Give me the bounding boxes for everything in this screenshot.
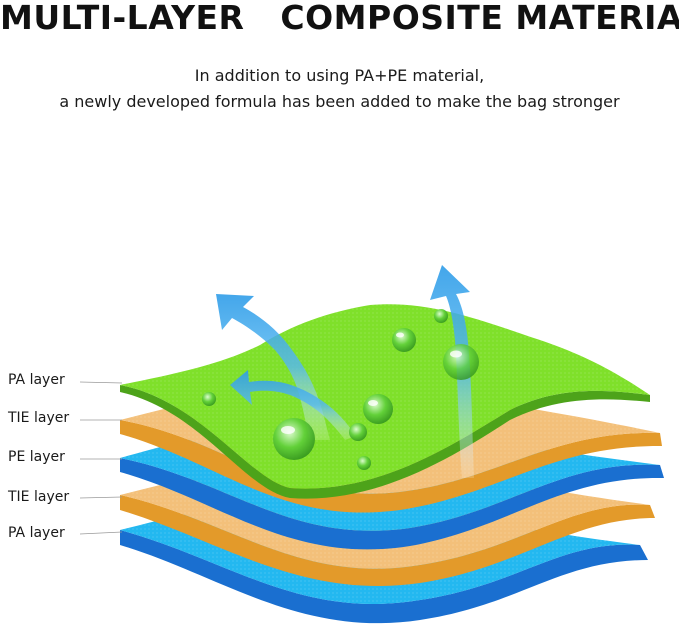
leader-lines bbox=[79, 381, 123, 535]
water-droplet-icon bbox=[443, 344, 479, 380]
up-arrow-icon bbox=[430, 265, 474, 478]
water-droplet-icon bbox=[273, 418, 315, 460]
subtitle-line-1: In addition to using PA+PE material, bbox=[194, 66, 485, 85]
up-arrow-icon bbox=[230, 370, 356, 440]
water-droplet-icon bbox=[363, 394, 393, 424]
water-droplet-icon bbox=[349, 423, 367, 441]
water-droplet-icon bbox=[202, 392, 216, 406]
water-droplet-icon bbox=[357, 456, 371, 470]
subtitle-line-2: a newly developed formula has been added… bbox=[59, 92, 620, 111]
page-title: MULTI-LAYER COMPOSITE MATERIAL bbox=[0, 0, 679, 37]
up-arrow-icon bbox=[216, 294, 330, 440]
water-droplet-icon bbox=[392, 328, 416, 352]
layer-label-tie-lower: TIE layer bbox=[8, 489, 70, 505]
layer-label-pa-bottom: PA layer bbox=[8, 525, 65, 541]
layer-label-pa-top: PA layer bbox=[8, 372, 65, 388]
layer-label-tie-upper: TIE layer bbox=[8, 410, 70, 426]
layer-label-pe: PE layer bbox=[8, 449, 65, 465]
water-droplet-icon bbox=[434, 309, 448, 323]
